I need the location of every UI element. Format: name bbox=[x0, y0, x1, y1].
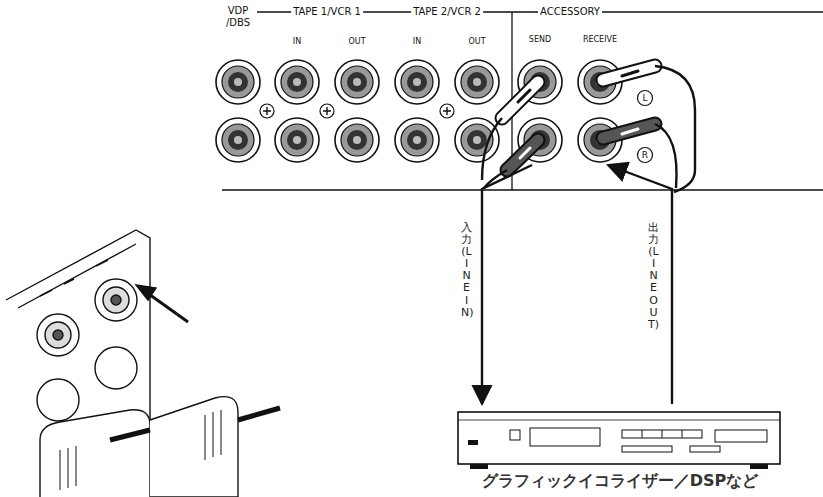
screw bbox=[260, 104, 274, 118]
device-box: グラフィックイコライザー／DSPなど bbox=[450, 404, 790, 495]
rca-jack bbox=[335, 118, 379, 162]
screw bbox=[440, 104, 454, 118]
jack-label: OUT bbox=[346, 37, 367, 46]
panel-edge bbox=[222, 189, 823, 190]
device-caption: グラフィックイコライザー／DSPなど bbox=[482, 471, 759, 495]
jack-group: RECEIVE bbox=[577, 35, 623, 165]
signal-cable bbox=[608, 165, 672, 404]
rca-jack bbox=[335, 60, 379, 104]
equalizer-unit bbox=[458, 412, 780, 469]
jack-label: ACCESSORY bbox=[538, 6, 602, 18]
edge-label: 入力(LINE IN) bbox=[461, 222, 472, 319]
jack-label: TAPE 1/VCR 1 bbox=[291, 6, 363, 18]
channel-label: R bbox=[642, 150, 648, 160]
jack-group: SEND bbox=[517, 35, 563, 165]
rca-jack bbox=[395, 60, 439, 104]
jack-label: IN bbox=[411, 37, 423, 46]
jack-label: OUT bbox=[466, 37, 487, 46]
channel-mark bbox=[638, 91, 653, 106]
rca-jack bbox=[455, 60, 499, 104]
jack-label: VDP /DBS bbox=[219, 5, 257, 28]
plug-insertion-figure bbox=[6, 230, 280, 497]
channel-mark bbox=[638, 148, 653, 163]
rca-jack bbox=[395, 118, 439, 162]
edge-label: 出力(LINE OUT) bbox=[648, 222, 659, 331]
jack-label: SEND bbox=[529, 35, 551, 44]
rca-plug bbox=[502, 82, 538, 170]
rca-jack bbox=[275, 60, 319, 104]
rca-jack bbox=[275, 118, 319, 162]
screw bbox=[320, 104, 334, 118]
jack-label: TAPE 2/VCR 2 bbox=[411, 6, 483, 18]
rca-jack bbox=[216, 118, 260, 162]
rca-jack bbox=[216, 60, 260, 104]
rca-plug bbox=[603, 66, 655, 138]
rca-jack bbox=[455, 118, 499, 162]
signal-cable bbox=[482, 165, 532, 404]
jack-label: IN bbox=[291, 37, 303, 46]
jack-label: RECEIVE bbox=[583, 35, 617, 44]
cable bbox=[655, 66, 695, 192]
channel-label: L bbox=[642, 93, 647, 103]
